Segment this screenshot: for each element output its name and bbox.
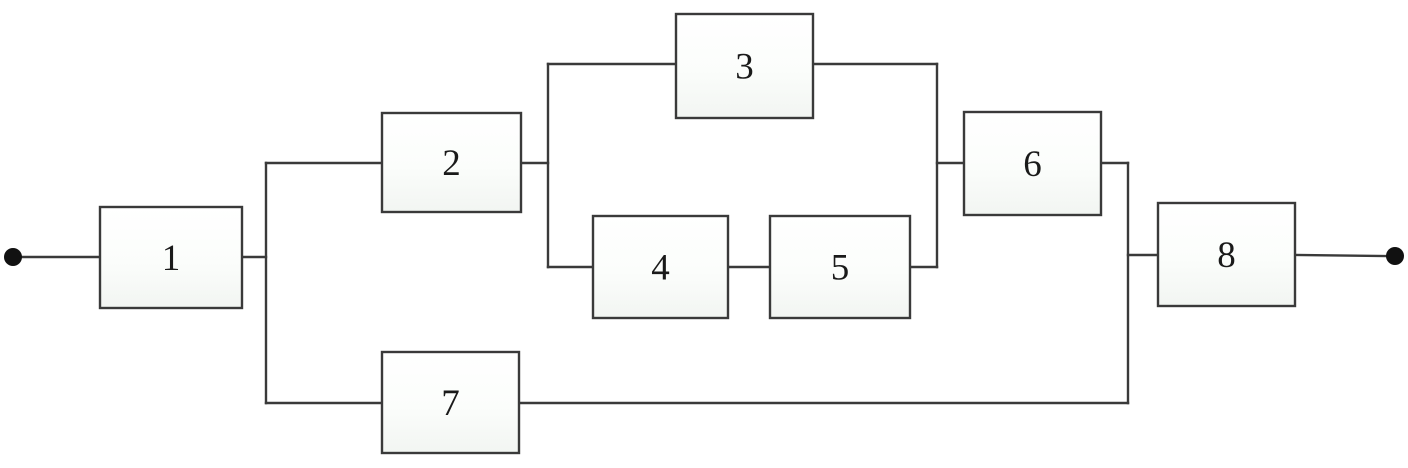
block-8[interactable]: 8 (1156, 201, 1297, 308)
wire-block-8-to-output (1293, 253, 1388, 258)
block-2-rect[interactable] (380, 111, 523, 214)
terminals-layer (4, 247, 1404, 266)
block-1[interactable]: 1 (98, 205, 244, 310)
block-2[interactable]: 2 (380, 111, 523, 214)
block-7-label: 7 (441, 383, 460, 424)
block-5[interactable]: 5 (768, 214, 912, 320)
block-8-label: 8 (1217, 235, 1236, 276)
block-1-label: 1 (162, 238, 181, 279)
block-6[interactable]: 6 (962, 110, 1103, 217)
block-6-label: 6 (1023, 144, 1042, 185)
input-terminal[interactable] (4, 248, 22, 266)
block-3-rect[interactable] (674, 12, 815, 120)
block-1-rect[interactable] (98, 205, 244, 310)
block-4-label: 4 (651, 248, 670, 289)
block-7-rect[interactable] (380, 350, 521, 455)
block-5-label: 5 (831, 248, 850, 289)
block-2-label: 2 (442, 143, 461, 184)
wires-layer (20, 62, 1388, 405)
output-terminal[interactable] (1386, 247, 1404, 265)
block-4[interactable]: 4 (591, 214, 730, 320)
block-3-label: 3 (735, 47, 754, 88)
block-3[interactable]: 3 (674, 12, 815, 120)
block-7[interactable]: 7 (380, 350, 521, 455)
block-4-rect[interactable] (591, 214, 730, 320)
blocks-layer: 1 2 3 4 5 6 7 8 (98, 12, 1297, 455)
block-6-rect[interactable] (962, 110, 1103, 217)
block-8-rect[interactable] (1156, 201, 1297, 308)
block-5-rect[interactable] (768, 214, 912, 320)
